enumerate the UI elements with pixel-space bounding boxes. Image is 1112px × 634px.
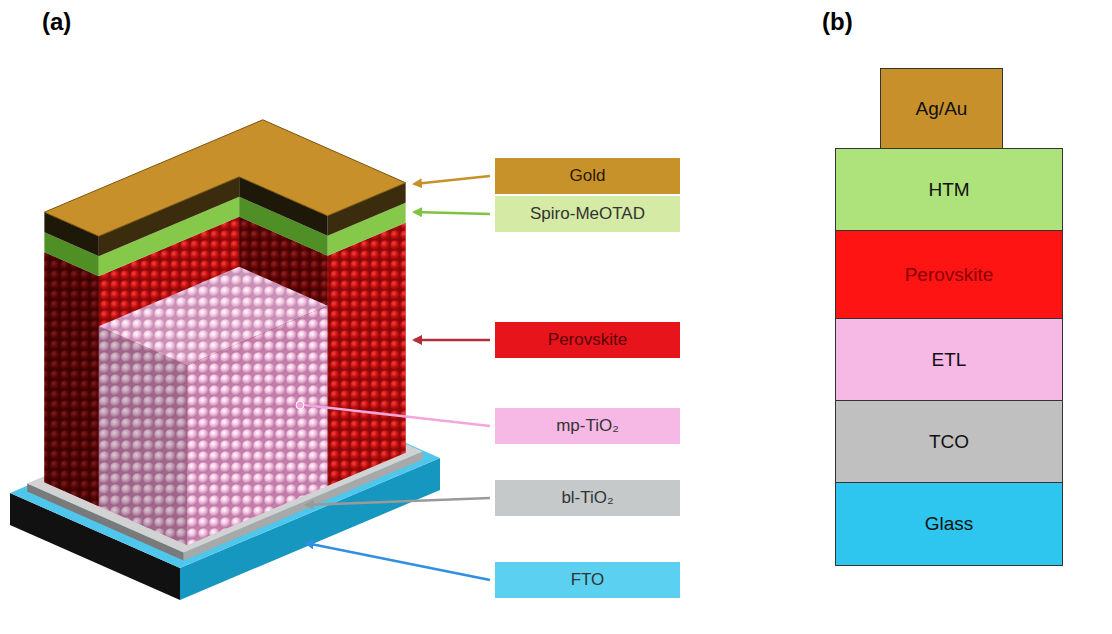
leader-arrow <box>414 176 490 184</box>
panel-label: (b) <box>822 8 853 36</box>
label-box: Spiro-MeOTAD <box>495 196 680 232</box>
layer-box: Glass <box>835 482 1063 566</box>
layer-name: Perovskite <box>905 264 994 286</box>
layer-name: mp-TiO₂ <box>556 416 619 436</box>
layer-box: Ag/Au <box>880 68 1003 149</box>
layer-box: HTM <box>835 148 1063 231</box>
leader-dot <box>296 401 304 409</box>
layer-name: TCO <box>929 431 969 453</box>
gold-contact <box>44 120 405 275</box>
layer-name: Gold <box>570 166 606 186</box>
layer-box: ETL <box>835 318 1063 401</box>
layer-box: Perovskite <box>835 230 1063 319</box>
layer-name: HTM <box>928 179 969 201</box>
panel-label: (a) <box>42 8 71 36</box>
layer-name: Glass <box>925 513 974 535</box>
layer-name: ETL <box>932 349 967 371</box>
label-box: Gold <box>495 158 680 194</box>
layer-box: TCO <box>835 400 1063 483</box>
layer-name: Ag/Au <box>916 98 968 120</box>
leader-arrow <box>414 212 490 214</box>
leader-arrow <box>414 339 490 342</box>
layer-name: FTO <box>571 570 605 590</box>
layer-name: bl-TiO₂ <box>561 488 613 508</box>
label-box: FTO <box>495 562 680 598</box>
label-box: Perovskite <box>495 322 680 358</box>
leader-line <box>304 405 490 426</box>
layer-name: Spiro-MeOTAD <box>530 204 645 224</box>
leader-arrow <box>306 498 490 505</box>
leader-arrow <box>306 543 490 580</box>
label-box: mp-TiO₂ <box>495 408 680 444</box>
mesoporous-layer <box>99 267 328 545</box>
label-box: bl-TiO₂ <box>495 480 680 516</box>
layer-name: Perovskite <box>548 330 627 350</box>
